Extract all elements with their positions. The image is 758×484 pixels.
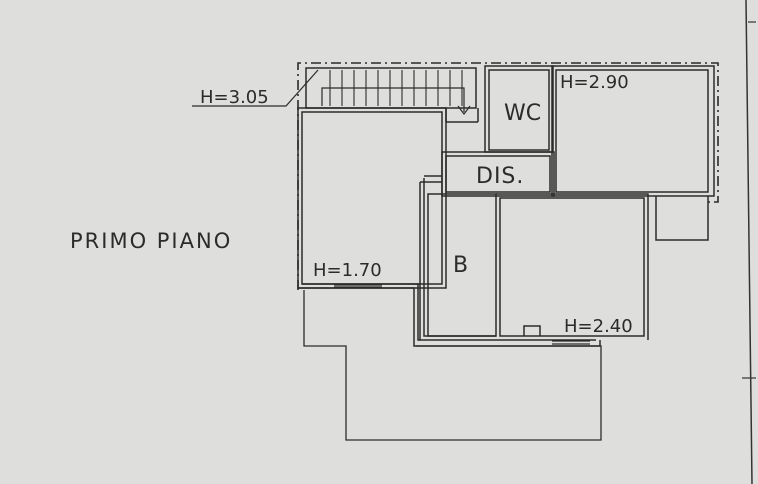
stair-height-label: H=3.05 [200, 87, 269, 108]
bottom-right-room-height: H=2.40 [564, 316, 633, 337]
floor-label: PRIMO PIANO [70, 229, 232, 253]
top-right-room-height: H=2.90 [560, 72, 629, 93]
stair-direction-arrow [321, 87, 465, 112]
page-edge-line [745, 0, 753, 484]
dashed-perimeter [297, 62, 719, 290]
terrace-outline [303, 290, 602, 441]
b-room-label: B [453, 253, 468, 278]
windows [334, 284, 590, 345]
dis-room-label: DIS. [476, 164, 524, 189]
stair-height-leader [192, 69, 319, 107]
walls [297, 65, 715, 347]
left-room-height: H=1.70 [313, 260, 382, 281]
wc-room-label: WC [504, 101, 541, 126]
stair-arrow-head [457, 105, 471, 115]
